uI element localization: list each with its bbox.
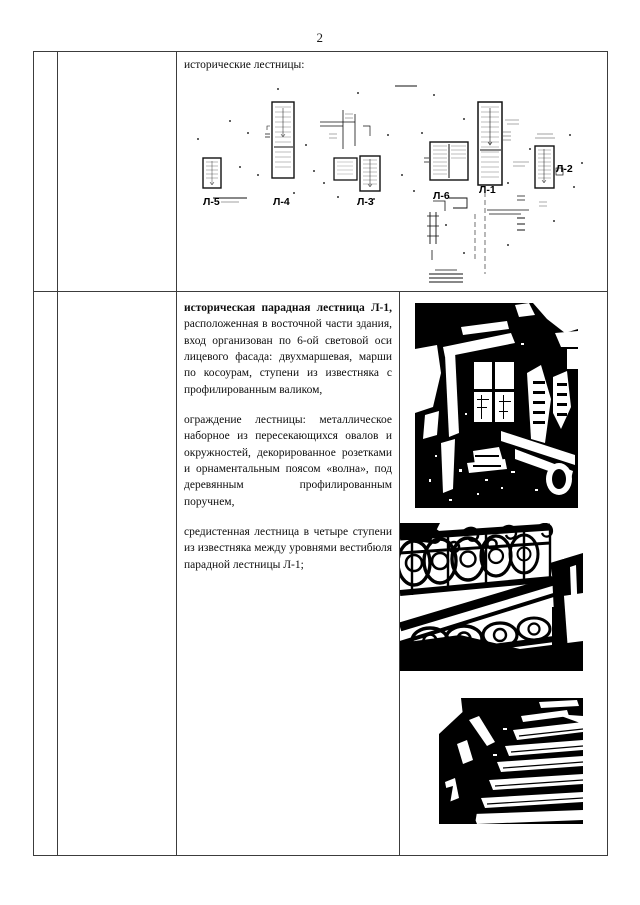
- description-paragraph-1-rest: расположенная в восточной части здания, …: [184, 318, 392, 396]
- photo-steps: [439, 698, 583, 824]
- description-paragraph-1-lead: историческая парадная лестница Л-1,: [184, 302, 392, 314]
- plan-label-l6: Л-6: [433, 190, 450, 202]
- row2-cell-description: историческая парадная лестница Л-1, расп…: [176, 291, 400, 856]
- table-row: исторические лестницы:: [33, 51, 608, 292]
- row1-cell-name: [57, 51, 177, 292]
- description-paragraph-2: ограждение лестницы: металлическое набор…: [184, 413, 392, 508]
- plan-label-l2: Л-2: [556, 163, 573, 175]
- row2-cell-number: [33, 291, 58, 856]
- row1-cell-number: [33, 51, 58, 292]
- row2-cell-name: [57, 291, 177, 856]
- plan-label-l4: Л-4: [273, 196, 290, 208]
- description-paragraph-1: историческая парадная лестница Л-1, расп…: [184, 300, 392, 398]
- table-row: историческая парадная лестница Л-1, расп…: [33, 291, 608, 856]
- row2-cell-photos: [399, 291, 608, 856]
- photo-railing: [400, 523, 583, 671]
- plan-label-l5: Л-5: [203, 196, 220, 208]
- floor-plan-drawing: Л-5 Л-4 Л-3 Л-6 Л-1 Л-2: [177, 74, 601, 289]
- plan-label-l3: Л-3: [357, 196, 374, 208]
- description-paragraph-3: средистенная лестница в четыре ступени и…: [184, 525, 392, 571]
- photo-stairwell: [415, 303, 578, 508]
- plan-label-l1: Л-1: [479, 184, 496, 196]
- document-table: исторические лестницы:: [33, 51, 608, 856]
- page-number: 2: [316, 30, 324, 45]
- row1-cell-plan: исторические лестницы:: [176, 51, 608, 292]
- plan-caption: исторические лестницы:: [184, 59, 305, 71]
